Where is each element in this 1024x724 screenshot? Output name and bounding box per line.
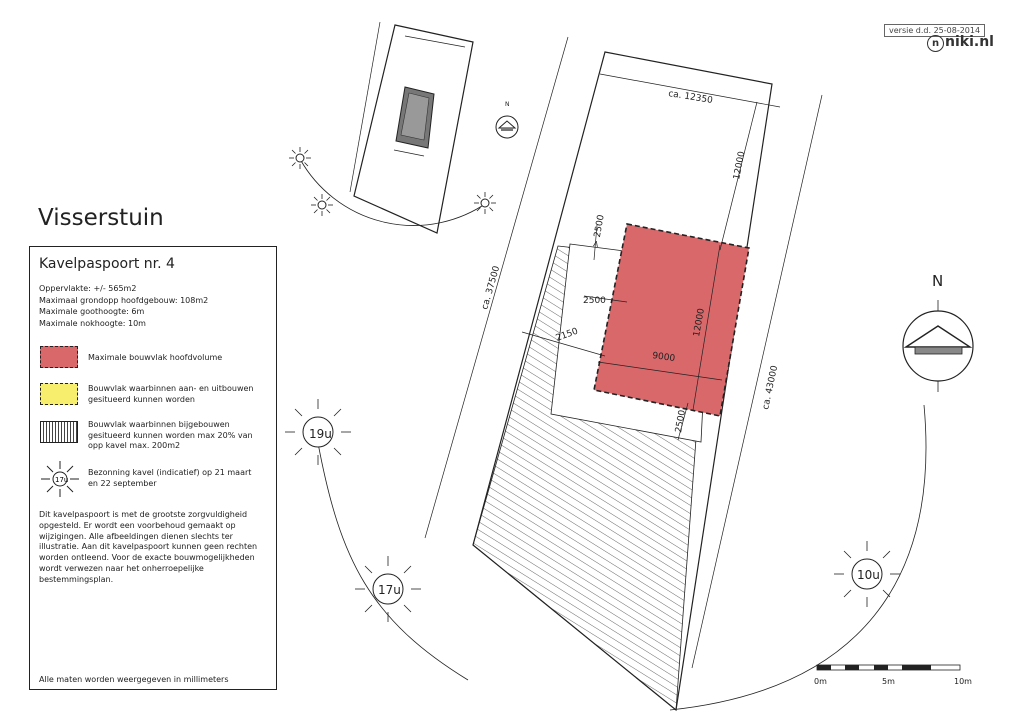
context-north-label: N <box>505 101 510 108</box>
spec-item: Maximale nokhoogte: 10m <box>39 318 146 328</box>
context-sun-south-icon <box>310 193 334 217</box>
context-sun-east-icon <box>473 191 497 215</box>
legend-swatch-main-build <box>40 346 78 368</box>
north-label: N <box>932 272 943 290</box>
scale-tick-0: 0m <box>814 677 827 686</box>
dim-left-depth: ca. 37500 <box>480 265 502 311</box>
spec-list: Oppervlakte: +/- 565m2 Maximaal grondopp… <box>39 283 208 329</box>
brand-name: niki.nl <box>945 34 994 50</box>
main-build-zone <box>593 223 750 417</box>
sun-10u-label: 10u <box>857 568 880 582</box>
scale-tick-10: 10m <box>954 677 972 686</box>
disclaimer-text: Dit kavelpaspoort is met de grootste zor… <box>39 510 258 584</box>
page-title: Visserstuin <box>38 205 164 231</box>
context-map: N <box>288 21 519 234</box>
sun-17u-label: 17u <box>378 583 401 597</box>
dim-build-depth: 12000 <box>692 307 707 337</box>
spec-item: Maximaal grondopp hoofdgebouw: 108m2 <box>39 295 209 305</box>
legend-sun-label: 17u <box>55 476 68 484</box>
legend-heading: Kavelpaspoort nr. 4 <box>39 256 175 272</box>
dim-offset-bottom: 2500 <box>674 409 688 434</box>
dim-offset-top: > 2500 <box>591 214 607 249</box>
footnote: Alle maten worden weergegeven in millime… <box>39 675 229 684</box>
scale-tick-5: 5m <box>882 677 895 686</box>
legend-sun-icon: 17u <box>41 461 79 497</box>
dim-build-width: 9000 <box>652 351 676 364</box>
context-plot-outline <box>353 24 474 234</box>
context-sun-west-icon <box>288 146 312 170</box>
spec-item: Oppervlakte: +/- 565m2 <box>39 284 137 293</box>
legend-label-sun: Bezonning kavel (indicatief) op 21 maart… <box>88 468 252 488</box>
legend-swatch-annexes <box>40 421 78 443</box>
dim-offset-left: 2500 <box>583 296 606 306</box>
brand-logo-icon: n <box>927 35 944 52</box>
legend-label-extensions: Bouwvlak waarbinnen aan- en uitbouwen ge… <box>88 384 254 404</box>
legend-swatch-extensions <box>40 383 78 405</box>
dim-right-depth: ca. 43000 <box>761 364 780 410</box>
legend-label-annexes: Bouwvlak waarbinnen bijgebouwen gesituee… <box>88 420 253 450</box>
site-plan: ca. 12350 ca. 37500 ca. 43000 12000 1200… <box>284 36 927 712</box>
north-arrow-icon <box>902 300 974 392</box>
context-north-arrow-icon <box>495 115 519 139</box>
dim-setback-top: 12000 <box>732 150 747 180</box>
dim-top-width: ca. 12350 <box>668 89 714 106</box>
sun-19u-label: 19u <box>309 427 332 441</box>
legend-panel: Kavelpaspoort nr. 4 Oppervlakte: +/- 565… <box>29 246 277 690</box>
spec-item: Maximale goothoogte: 6m <box>39 307 145 316</box>
legend-label-main-build: Maximale bouwvlak hoofdvolume <box>88 353 223 362</box>
scale-bar: 0m 5m 10m <box>814 664 972 686</box>
